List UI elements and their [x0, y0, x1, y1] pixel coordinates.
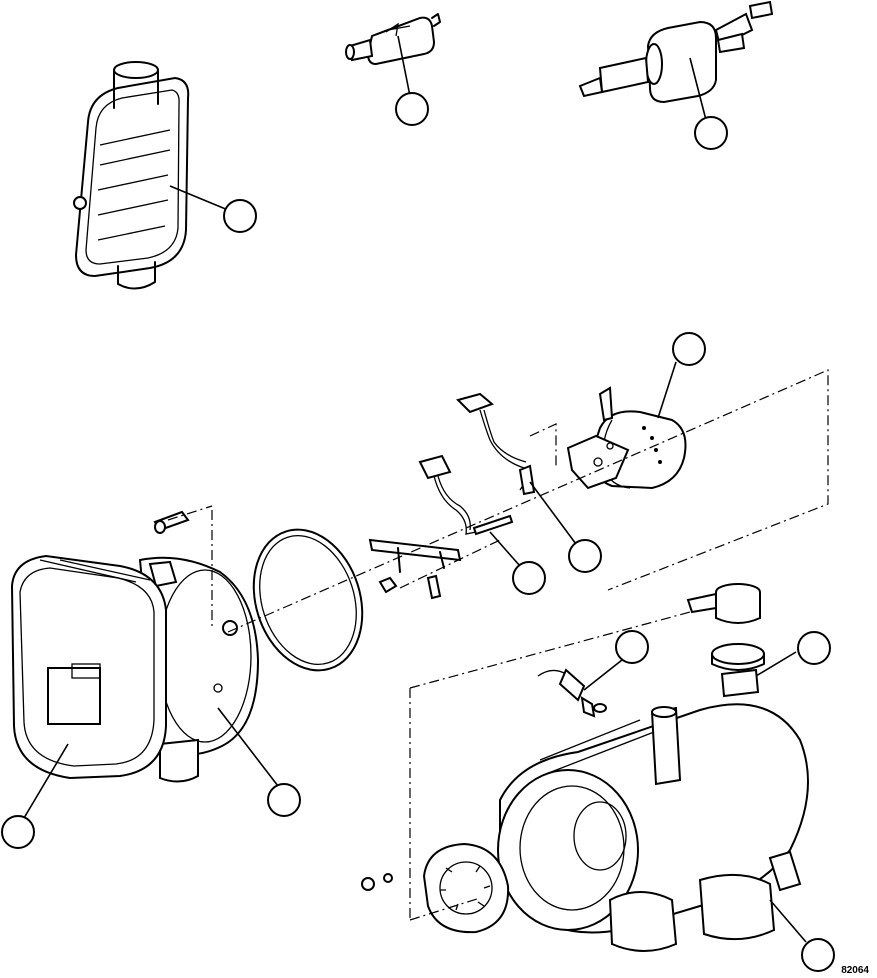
- muffler-part: [73, 61, 190, 290]
- callout-temp-sensor: [615, 630, 649, 664]
- blower-part: [138, 556, 260, 783]
- figure-id-label: 82064: [841, 965, 869, 976]
- callout-fuel-pump: [694, 116, 728, 150]
- fuel-filter-part: [345, 13, 441, 66]
- glow-plug-part: [456, 392, 536, 496]
- control-unit-part: [10, 554, 167, 780]
- flame-sensor-part: [418, 454, 514, 536]
- mounting-bracket: [153, 510, 462, 600]
- gasket-ring: [252, 528, 364, 672]
- callout-fuel-filter: [395, 92, 429, 126]
- callout-glow-plug: [568, 539, 602, 573]
- burner-part: [566, 386, 687, 490]
- callout-blower: [267, 783, 301, 817]
- callout-muffler: [223, 199, 257, 233]
- fuel-pump-part: [578, 0, 774, 104]
- callout-heat-exchanger: [801, 938, 835, 972]
- overheat-sensor-part: [686, 583, 765, 698]
- cover-plate: [361, 842, 510, 934]
- temp-sensor-part: [537, 668, 607, 718]
- heat-exchanger-part: [497, 703, 809, 952]
- callout-flame-sensor: [512, 561, 546, 595]
- callout-control-unit: [1, 815, 35, 849]
- callout-overheat-sensor: [797, 631, 831, 665]
- callout-burner: [672, 332, 706, 366]
